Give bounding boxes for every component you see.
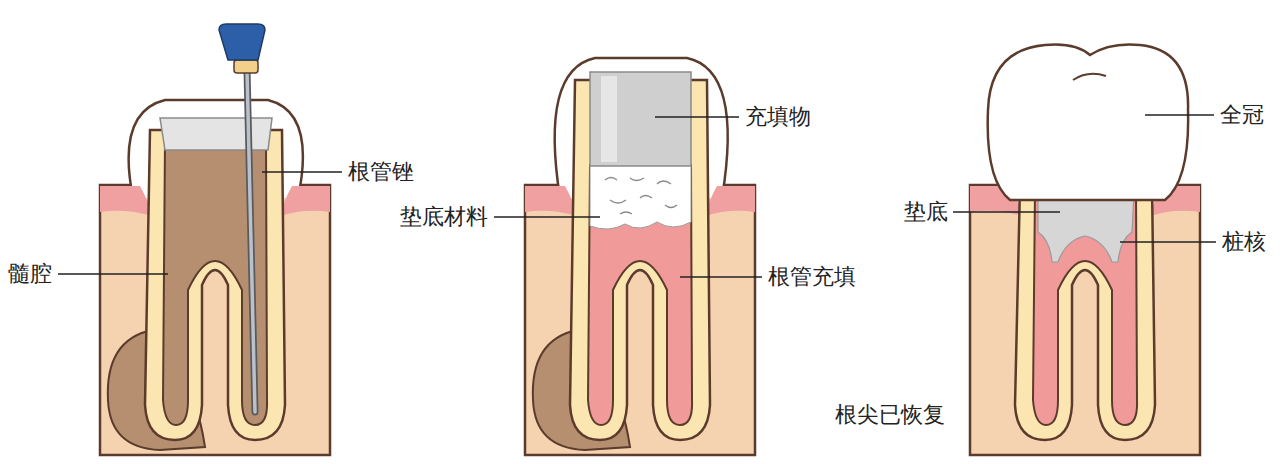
part-label: 充填物 bbox=[745, 104, 811, 130]
access-cavity bbox=[160, 118, 272, 150]
file-ring bbox=[234, 60, 258, 73]
base-texture bbox=[605, 178, 677, 215]
panel-crown-restoration bbox=[953, 44, 1216, 455]
part-label: 桩核 bbox=[1222, 229, 1266, 255]
part-label: 垫底 bbox=[904, 199, 948, 225]
leader-line bbox=[953, 211, 1060, 213]
post-core bbox=[1038, 192, 1134, 262]
leader-line bbox=[655, 116, 739, 118]
part-label: 全冠 bbox=[1220, 102, 1264, 128]
tooth-dentin bbox=[145, 130, 285, 440]
part-label: 根管锉 bbox=[348, 159, 414, 185]
file-handle bbox=[219, 24, 265, 60]
part-label: 垫底材料 bbox=[400, 204, 488, 230]
jaw-bone bbox=[970, 185, 1200, 455]
leader-line bbox=[494, 216, 600, 218]
filling-highlight bbox=[601, 76, 617, 162]
full-crown bbox=[988, 44, 1188, 200]
panel-canal-cleaning bbox=[58, 24, 342, 455]
file-shaft bbox=[247, 70, 255, 412]
canal-filling bbox=[1033, 190, 1137, 425]
file-shaft bbox=[247, 70, 255, 412]
gum bbox=[705, 186, 755, 216]
part-label: 根管充填 bbox=[768, 264, 856, 290]
part-label: 根尖已恢复 bbox=[835, 402, 945, 428]
gum bbox=[100, 186, 152, 216]
crown-groove bbox=[1073, 74, 1106, 80]
leader-line bbox=[1145, 114, 1214, 116]
leader-line bbox=[1120, 241, 1216, 243]
leader-line bbox=[680, 276, 762, 278]
gum bbox=[525, 186, 577, 216]
canal-filling bbox=[588, 165, 692, 425]
panel-canal-filling bbox=[494, 58, 762, 455]
part-label: 髓腔 bbox=[8, 261, 52, 287]
gum bbox=[280, 186, 330, 216]
leader-line bbox=[58, 273, 168, 275]
filling-material bbox=[590, 72, 691, 166]
tooth-dentin bbox=[1015, 185, 1155, 440]
base-material bbox=[590, 165, 691, 229]
leader-line bbox=[262, 171, 342, 173]
